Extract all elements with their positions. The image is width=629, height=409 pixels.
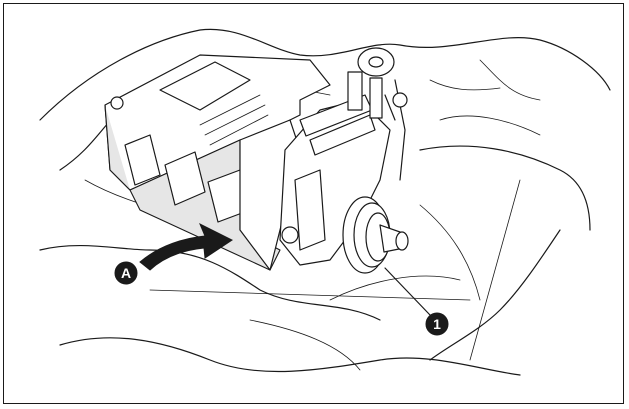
callout-one-label: 1 (433, 316, 441, 332)
callout-a: A (114, 261, 138, 285)
leader-line (384, 267, 431, 316)
callout-a-label: A (121, 265, 131, 281)
direction-arrow (139, 222, 233, 271)
knob-icon (110, 96, 124, 110)
pulley-wheel (342, 196, 409, 274)
machine-body (104, 54, 331, 271)
callout-one: 1 (425, 312, 449, 336)
